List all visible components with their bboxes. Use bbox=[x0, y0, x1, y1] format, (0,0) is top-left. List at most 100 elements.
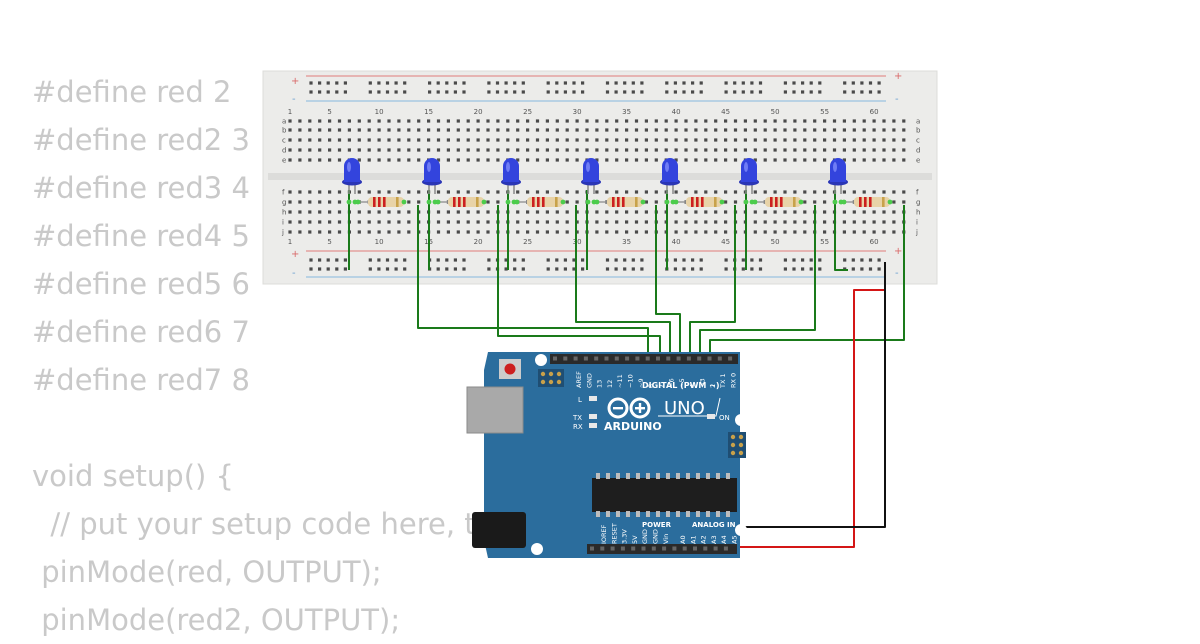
mounting-hole-bl bbox=[531, 543, 543, 555]
breadboard-hole bbox=[298, 119, 302, 123]
led-highlight bbox=[347, 162, 351, 172]
breadboard-hole bbox=[694, 190, 698, 194]
breadboard-hole bbox=[684, 230, 688, 234]
breadboard-hole bbox=[506, 148, 510, 152]
resistor[interactable] bbox=[686, 197, 722, 207]
chip-pin bbox=[636, 511, 640, 517]
rail-hole bbox=[572, 81, 576, 85]
breadboard-hole bbox=[625, 210, 629, 214]
breadboard-hole bbox=[516, 148, 520, 152]
resistor[interactable] bbox=[765, 197, 801, 207]
breadboard-hole bbox=[526, 210, 530, 214]
breadboard-hole bbox=[674, 210, 678, 214]
breadboard-hole bbox=[387, 148, 391, 152]
led[interactable] bbox=[662, 158, 678, 182]
resistor[interactable] bbox=[527, 197, 563, 207]
rail-hole bbox=[487, 258, 491, 262]
rail-hole bbox=[699, 258, 703, 262]
breadboard-hole bbox=[446, 158, 450, 162]
breadboard-hole bbox=[446, 230, 450, 234]
led[interactable] bbox=[741, 158, 757, 182]
digital-pin-label: 13 bbox=[596, 380, 604, 388]
breadboard-hole bbox=[476, 128, 480, 132]
breadboard-hole bbox=[308, 119, 312, 123]
breadboard-hole bbox=[852, 138, 856, 142]
breadboard-hole bbox=[298, 148, 302, 152]
breadboard-hole bbox=[872, 138, 876, 142]
led[interactable] bbox=[583, 158, 599, 182]
breadboard-hole bbox=[902, 148, 906, 152]
breadboard-hole bbox=[803, 119, 807, 123]
breadboard-hole bbox=[832, 119, 837, 123]
icsp-pin bbox=[730, 434, 736, 440]
row-label: c bbox=[916, 137, 920, 145]
resistor[interactable] bbox=[854, 197, 890, 207]
breadboard-hole bbox=[694, 158, 698, 162]
breadboard-hole bbox=[743, 138, 747, 142]
chip-pin bbox=[626, 473, 630, 479]
rail-hole bbox=[343, 81, 347, 85]
reset-button-cap[interactable] bbox=[504, 363, 516, 375]
breadboard-hole bbox=[773, 138, 777, 142]
power-jack[interactable] bbox=[472, 512, 526, 548]
breadboard-hole bbox=[793, 190, 797, 194]
breadboard-hole bbox=[526, 148, 530, 152]
breadboard-hole bbox=[684, 190, 688, 194]
rail-hole bbox=[631, 81, 635, 85]
breadboard-hole bbox=[644, 190, 648, 194]
rail-minus-top-left: - bbox=[292, 94, 296, 105]
rail-hole bbox=[445, 267, 449, 271]
breadboard-hole bbox=[367, 230, 371, 234]
resistor[interactable] bbox=[448, 197, 484, 207]
code-line: #define red 2 bbox=[32, 75, 232, 109]
digital-pin-label: 12 bbox=[606, 380, 614, 388]
rail-hole bbox=[309, 267, 313, 271]
breadboard-hole bbox=[436, 220, 441, 224]
breadboard-hole bbox=[506, 138, 510, 142]
breadboard-hole bbox=[526, 190, 530, 194]
breadboard-hole bbox=[704, 128, 708, 132]
breadboard-hole bbox=[387, 128, 391, 132]
breadboard-hole bbox=[456, 138, 460, 142]
row-label: h bbox=[916, 209, 920, 217]
breadboard-hole bbox=[486, 128, 490, 132]
breadboard-hole bbox=[486, 200, 490, 204]
resistor[interactable] bbox=[607, 197, 643, 207]
rail-hole bbox=[801, 258, 805, 262]
column-label: 35 bbox=[622, 238, 631, 246]
breadboard-hole bbox=[575, 138, 579, 142]
breadboard-hole bbox=[466, 210, 470, 214]
chip-pin bbox=[676, 511, 680, 517]
breadboard-hole bbox=[615, 210, 619, 214]
breadboard-hole bbox=[823, 210, 827, 214]
resistor-band bbox=[859, 197, 862, 207]
breadboard-hole bbox=[694, 230, 698, 234]
rail-hole bbox=[868, 90, 873, 94]
power-analog-header[interactable] bbox=[587, 544, 737, 554]
breadboard-hole bbox=[733, 148, 738, 152]
led[interactable] bbox=[830, 158, 846, 182]
breadboard-hole bbox=[872, 190, 876, 194]
breadboard-hole bbox=[654, 158, 658, 162]
led[interactable] bbox=[424, 158, 440, 182]
icsp-pin bbox=[548, 379, 554, 385]
header-pin bbox=[723, 546, 728, 551]
header-pin bbox=[676, 356, 681, 361]
led[interactable] bbox=[344, 158, 360, 182]
rail-hole bbox=[640, 81, 644, 85]
digital-header[interactable] bbox=[550, 354, 738, 364]
rail-hole bbox=[809, 81, 813, 85]
breadboard-hole bbox=[892, 128, 896, 132]
connected-hole bbox=[887, 199, 893, 205]
analog-pin-label: A4 bbox=[720, 535, 728, 544]
resistor[interactable] bbox=[368, 197, 404, 207]
breadboard-hole bbox=[704, 158, 708, 162]
breadboard-hole bbox=[387, 190, 391, 194]
header-pin bbox=[563, 356, 568, 361]
column-label: 15 bbox=[424, 108, 433, 116]
usb-port[interactable] bbox=[466, 386, 524, 434]
led[interactable] bbox=[503, 158, 519, 182]
breadboard-hole bbox=[704, 138, 708, 142]
breadboard-hole bbox=[763, 210, 767, 214]
